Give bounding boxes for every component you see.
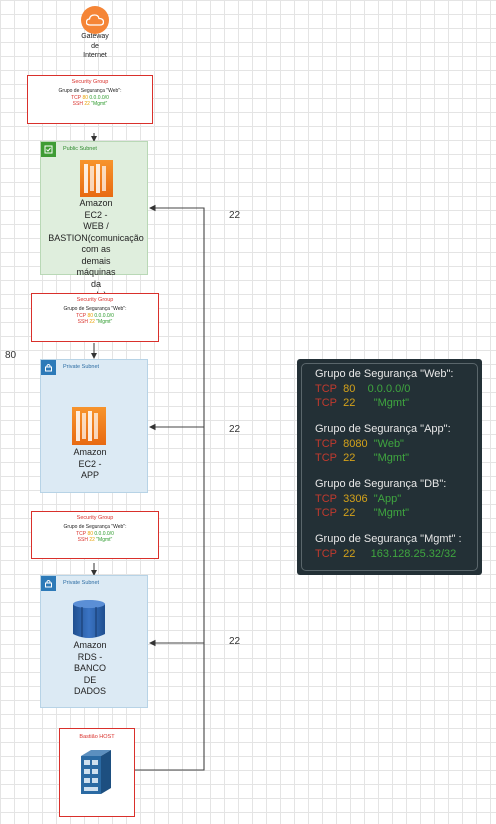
- panel-rule: TCP 22 "Mgmt": [315, 397, 410, 409]
- security-group-title: Security Group: [76, 515, 114, 521]
- security-group-rule: TCP 80 0.0.0.0/0: [76, 530, 114, 537]
- panel-rule: TCP 22 "Mgmt": [315, 452, 410, 464]
- private-subnet-badge-icon: [41, 576, 56, 591]
- security-group-header: Grupo de Segurança "Web":: [63, 306, 127, 312]
- rds-database-icon[interactable]: [71, 598, 107, 640]
- security-group-rule: TCP 80 0.0.0.0/0: [71, 94, 109, 101]
- panel-group-title-mgmt: Grupo de Segurança "Mgmt" :: [315, 533, 462, 545]
- rds-label: Amazon RDS - BANCO DE DADOS: [73, 640, 107, 696]
- private-subnet-label: Private Subnet: [63, 580, 100, 586]
- panel-rule: TCP 22 163.128.25.32/32: [315, 548, 457, 560]
- security-group-box-1[interactable]: Security Group Grupo de Segurança "Web":…: [27, 75, 153, 124]
- security-group-box-2[interactable]: Security Group Grupo de Segurança "Web":…: [31, 293, 159, 342]
- internet-gateway-icon: [81, 6, 109, 34]
- security-group-header: Grupo de Segurança "Web":: [58, 88, 122, 94]
- ec2-app-label: Amazon EC2 - APP: [73, 447, 107, 480]
- panel-rule: TCP 80 0.0.0.0/0: [315, 383, 411, 395]
- side-port-label: 80: [5, 350, 17, 361]
- security-group-rule: TCP 80 0.0.0.0/0: [76, 312, 114, 319]
- private-subnet-db[interactable]: Private Subnet: [40, 575, 148, 708]
- gateway-label: Gateway de Internet: [81, 33, 109, 59]
- ec2-app-icon[interactable]: [72, 407, 106, 445]
- panel-rule: TCP 3306 "App": [315, 493, 402, 505]
- security-group-title: Security Group: [76, 297, 114, 303]
- bastion-server-icon[interactable]: [77, 748, 115, 796]
- security-groups-panel: Grupo de Segurança "Web": TCP 80 0.0.0.0…: [297, 359, 482, 575]
- public-subnet-label: Public Subnet: [63, 146, 97, 152]
- ec2-web-icon[interactable]: [80, 160, 113, 197]
- ec2-web-label: Amazon EC2 - WEB / BASTION(comunicação c…: [48, 198, 144, 300]
- panel-group-title-db: Grupo de Segurança "DB":: [315, 478, 447, 490]
- bastion-host-title: Bastião HOST: [79, 734, 115, 740]
- public-subnet-badge-icon: [41, 142, 56, 157]
- panel-group-title-web: Grupo de Segurança "Web":: [315, 368, 454, 380]
- panel-group-title-app: Grupo de Segurança "App":: [315, 423, 451, 435]
- security-group-rule: SSH 22 "Mgmt": [72, 101, 108, 107]
- edge-port-label-rds: 22: [229, 636, 241, 647]
- security-group-title: Security Group: [71, 79, 109, 85]
- security-group-rule: SSH 22 "Mgmt": [77, 319, 113, 325]
- cloud-icon: [86, 14, 104, 26]
- private-subnet-badge-icon: [41, 360, 56, 375]
- security-group-box-3[interactable]: Security Group Grupo de Segurança "Web":…: [31, 511, 159, 559]
- edge-port-label-app: 22: [229, 424, 241, 435]
- security-group-rule: SSH 22 "Mgmt": [77, 537, 113, 543]
- security-group-header: Grupo de Segurança "Web":: [63, 524, 127, 530]
- panel-rule: TCP 22 "Mgmt": [315, 507, 410, 519]
- edge-port-label-web: 22: [229, 210, 241, 221]
- private-subnet-label: Private Subnet: [63, 364, 100, 370]
- panel-rule: TCP 8080 "Web": [315, 438, 404, 450]
